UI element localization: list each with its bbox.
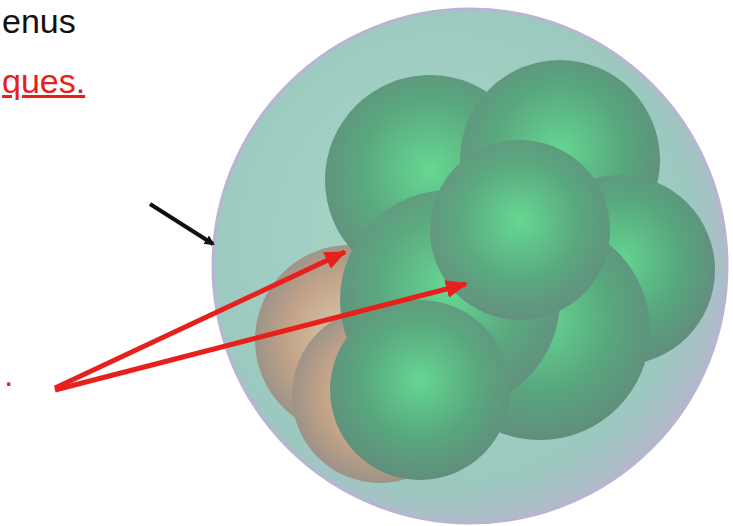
inner-spheres [255, 60, 715, 483]
leader-arrow [55, 252, 345, 388]
leader-arrow [55, 284, 466, 390]
text-fragment: enus [2, 2, 76, 41]
leader-arrow [150, 204, 213, 244]
text-fragment: ques. [2, 62, 85, 101]
text-fragment: . [4, 355, 13, 394]
outer-sphere [213, 9, 727, 523]
